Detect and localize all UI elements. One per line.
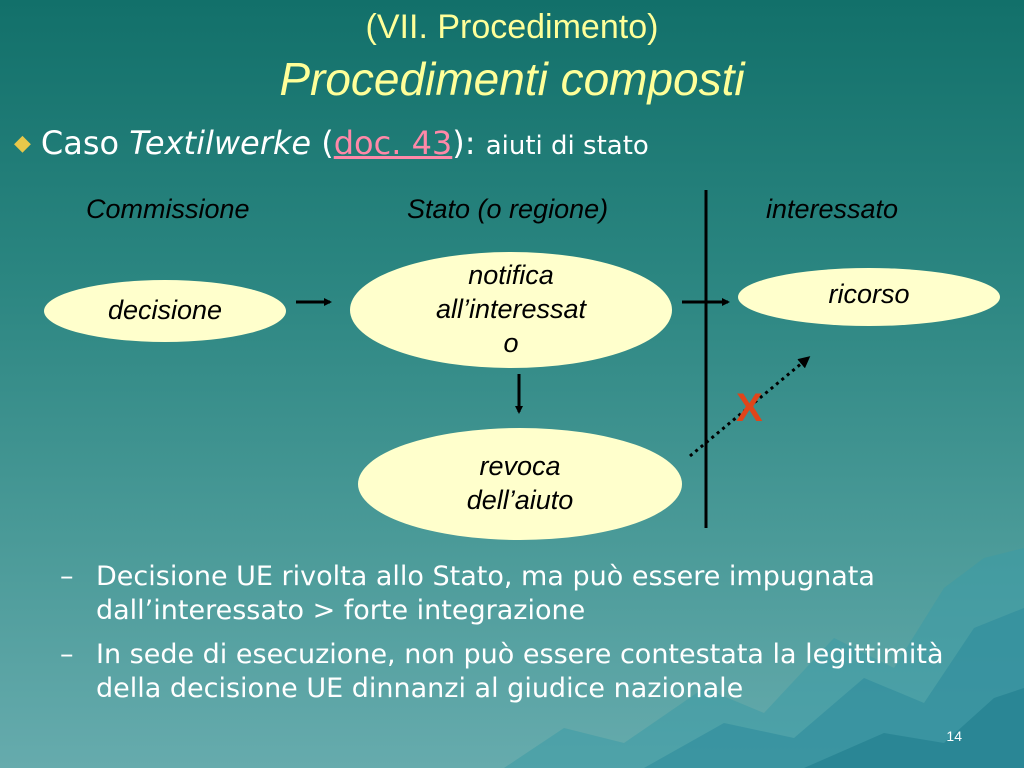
case-name: Textilwerke [129, 124, 312, 162]
slide-title: Procedimenti composti [279, 53, 745, 105]
case-prefix: Caso [40, 124, 130, 162]
node-notifica-line1: notifica [468, 260, 554, 291]
node-decisione-label: decisione [107, 295, 223, 326]
node-ricorso-label: ricorso [828, 279, 910, 309]
dotted-arrow-icon [689, 356, 811, 458]
sub-bullet-list: – Decisione UE rivolta allo Stato, ma pu… [60, 560, 1000, 716]
column-header-interessato: interessato [766, 194, 899, 224]
case-topic: aiuti di stato [485, 131, 649, 161]
node-notifica-line2: all’interessat [435, 294, 587, 325]
close-paren: ): [452, 124, 486, 162]
mountain-decoration [504, 548, 1024, 768]
column-header-commissione: Commissione [86, 194, 250, 224]
case-bullet: ◆ Caso Textilwerke (doc. 43): aiuti di st… [14, 124, 649, 162]
node-notifica: notifica all’interessat o [350, 252, 672, 368]
sub-bullet-item: – In sede di esecuzione, non può essere … [60, 638, 1000, 706]
diamond-bullet-icon: ◆ [14, 131, 31, 156]
node-revoca-line1: revoca [479, 451, 561, 482]
sub-bullet-text: In sede di esecuzione, non può essere co… [96, 639, 944, 704]
node-notifica-line3: o [503, 327, 519, 358]
node-ricorso: ricorso [738, 268, 1000, 326]
page-number: 14 [946, 728, 962, 744]
node-revoca: revoca dell’aiuto [358, 428, 682, 540]
slide-section-title: (VII. Procedimento) [365, 8, 659, 46]
node-revoca-line2: dell’aiuto [466, 485, 574, 515]
sub-bullet-item: – Decisione UE rivolta allo Stato, ma pu… [60, 560, 1000, 628]
dash-bullet: – [60, 639, 74, 670]
dash-bullet: – [60, 561, 74, 592]
node-decisione: decisione [44, 280, 286, 342]
sub-bullet-text: Decisione UE rivolta allo Stato, ma può … [96, 561, 875, 626]
doc-link[interactable]: doc. 43 [333, 124, 453, 162]
blocked-cross-mark: X [736, 386, 763, 430]
open-paren: ( [311, 124, 334, 162]
column-header-stato: Stato (o regione) [407, 194, 609, 224]
